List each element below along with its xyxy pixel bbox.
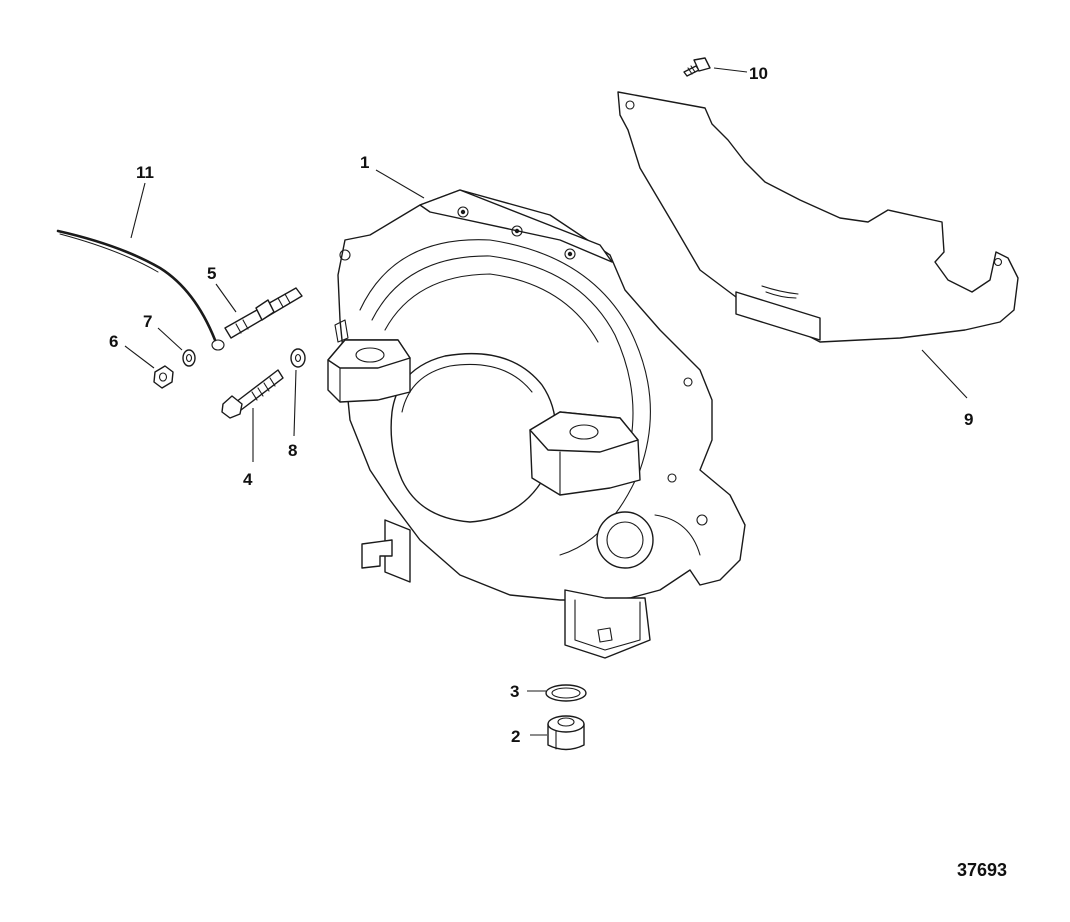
part-2-plug: [547, 715, 585, 751]
drawing-number: 37693: [957, 860, 1007, 880]
leader-1: [375, 169, 425, 199]
callout-11: 11: [136, 163, 154, 182]
part-4-hex-bolt: [221, 369, 284, 419]
part-11-wire-lead: [56, 229, 225, 351]
callout-9: 9: [964, 410, 973, 429]
callout-1: 1: [360, 153, 369, 172]
leader-11: [130, 182, 146, 239]
part-3-o-ring: [545, 684, 587, 702]
callout-2: 2: [511, 727, 520, 746]
callout-7: 7: [143, 312, 152, 331]
callout-10: 10: [749, 64, 768, 83]
callout-5: 5: [207, 264, 216, 283]
part-9-cover-plate: [617, 91, 1019, 343]
callout-3: 3: [510, 682, 519, 701]
leader-9: [921, 349, 968, 399]
part-8-flat-washer: [290, 348, 306, 368]
callout-6: 6: [109, 332, 118, 351]
leader-8: [293, 369, 297, 437]
callout-4: 4: [243, 470, 253, 489]
leader-10: [713, 67, 748, 73]
part-10-cap-screw: [683, 57, 711, 77]
part-5-stud: [224, 287, 303, 339]
part-1-flywheel-housing: [327, 189, 746, 659]
part-7-lock-washer: [182, 349, 196, 367]
leader-7: [157, 327, 183, 351]
callout-labels: 1 2 3 4 5 6 7 8 9 10 11: [109, 64, 973, 746]
leader-lines: [124, 67, 968, 736]
leader-6: [124, 345, 155, 369]
part-6-nut: [153, 365, 174, 389]
callout-8: 8: [288, 441, 297, 460]
leader-5: [215, 283, 237, 313]
